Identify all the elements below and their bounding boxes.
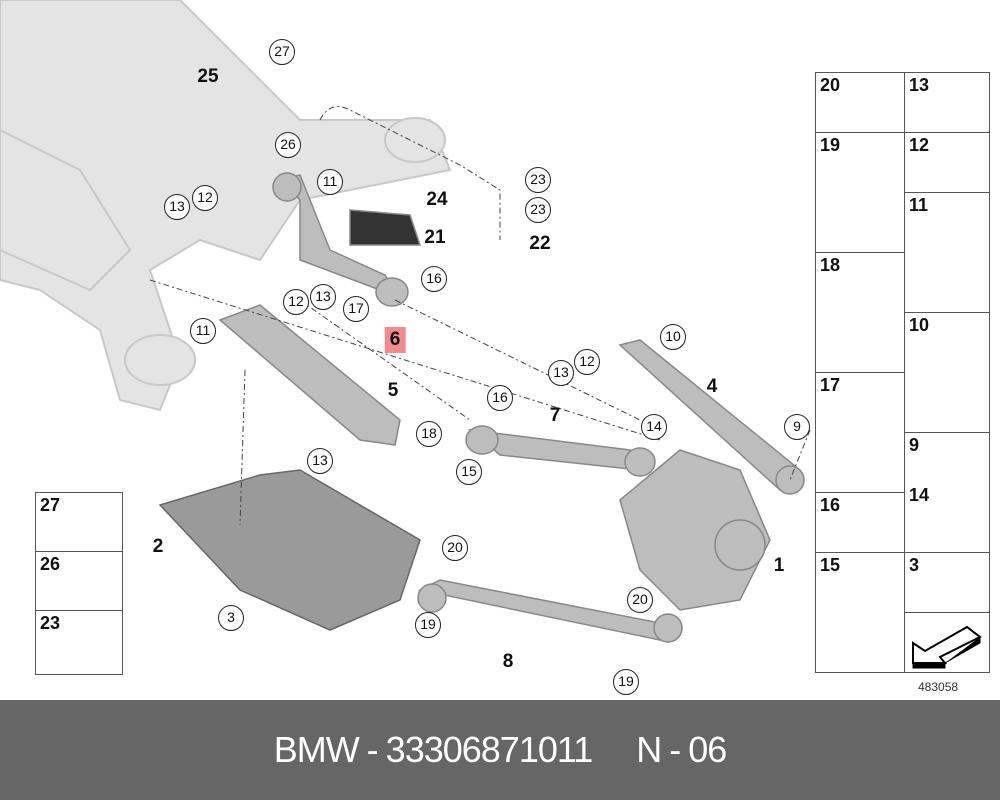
- callout-13[interactable]: 13: [310, 284, 336, 310]
- part-cell-9-14[interactable]: 9 14: [904, 432, 990, 553]
- diagram-artwork: [0, 0, 811, 643]
- callout-8[interactable]: 8: [502, 651, 514, 672]
- callout-14[interactable]: 14: [641, 414, 667, 440]
- part-cell-19[interactable]: 19: [815, 132, 905, 253]
- callout-5[interactable]: 5: [387, 380, 399, 401]
- callout-27[interactable]: 27: [269, 39, 295, 65]
- callout-13[interactable]: 13: [164, 194, 190, 220]
- callout-16[interactable]: 16: [487, 385, 513, 411]
- part-cell-20[interactable]: 20: [815, 72, 905, 133]
- part-number: 23: [40, 613, 61, 633]
- part-cell-12[interactable]: 12: [904, 132, 990, 193]
- callout-3[interactable]: 3: [218, 605, 244, 631]
- part-cell-18[interactable]: 18: [815, 252, 905, 373]
- part-number: 10: [909, 315, 930, 335]
- callout-13[interactable]: 13: [548, 360, 574, 386]
- direction-arrow-icon: [912, 625, 982, 669]
- part-cell-3[interactable]: 3: [904, 552, 990, 613]
- subframe: [0, 0, 452, 412]
- callout-25[interactable]: 25: [197, 66, 219, 87]
- callout-19[interactable]: 19: [613, 669, 639, 695]
- callout-24[interactable]: 24: [426, 189, 448, 210]
- callout-7[interactable]: 7: [549, 405, 561, 426]
- callout-1[interactable]: 1: [773, 555, 785, 576]
- footer-bar: BMW - 33306871011 N - 06: [0, 700, 1000, 800]
- part-cell-15[interactable]: 15: [815, 552, 905, 673]
- part-number: 11: [909, 195, 929, 215]
- part-number: 14: [909, 485, 930, 505]
- part-cell-27[interactable]: 27: [35, 492, 123, 552]
- callout-17[interactable]: 17: [343, 296, 369, 322]
- callout-13[interactable]: 13: [307, 448, 333, 474]
- part-number: 26: [40, 554, 61, 574]
- direction-arrow-cell: [904, 612, 990, 673]
- position-index: 06: [688, 729, 727, 770]
- part-cell-23[interactable]: 23: [35, 610, 123, 675]
- arms: [218, 172, 805, 643]
- separator: -: [366, 729, 379, 770]
- part-number: 18: [820, 255, 841, 275]
- underbody-shield: [158, 469, 421, 631]
- callout-12[interactable]: 12: [574, 349, 600, 375]
- part-number: 15: [820, 555, 841, 575]
- part-number: 13: [909, 75, 930, 95]
- parts-diagram: [0, 0, 811, 643]
- part-cell-10[interactable]: 10: [904, 312, 990, 433]
- callout-16[interactable]: 16: [421, 266, 447, 292]
- leader-lines: [149, 106, 811, 526]
- part-number: 27: [40, 495, 61, 515]
- callout-26[interactable]: 26: [275, 132, 301, 158]
- callout-6[interactable]: 6: [384, 327, 406, 353]
- callout-2[interactable]: 2: [152, 536, 164, 557]
- callout-20[interactable]: 20: [627, 587, 653, 613]
- callout-11[interactable]: 11: [317, 169, 343, 195]
- part-cell-16[interactable]: 16: [815, 492, 905, 553]
- callout-23[interactable]: 23: [525, 167, 551, 193]
- part-number: 33306871011: [385, 729, 594, 770]
- callout-11[interactable]: 11: [190, 318, 216, 344]
- part-number: 17: [820, 375, 841, 395]
- part-number: 3: [909, 555, 920, 575]
- part-number: 20: [820, 75, 841, 95]
- callout-9[interactable]: 9: [784, 414, 810, 440]
- callout-12[interactable]: 12: [283, 289, 309, 315]
- brand: BMW: [273, 729, 360, 770]
- part-number: 9: [909, 435, 920, 455]
- callout-23[interactable]: 23: [525, 197, 551, 223]
- part-number: 16: [820, 495, 841, 515]
- callout-21[interactable]: 21: [424, 227, 446, 248]
- callout-12[interactable]: 12: [192, 185, 218, 211]
- part-number: 19: [820, 135, 841, 155]
- callout-20[interactable]: 20: [442, 535, 468, 561]
- position-code: N: [636, 729, 662, 770]
- callout-15[interactable]: 15: [456, 459, 482, 485]
- callout-22[interactable]: 22: [529, 233, 551, 254]
- part-cell-26[interactable]: 26: [35, 551, 123, 611]
- callout-4[interactable]: 4: [706, 376, 718, 397]
- callout-10[interactable]: 10: [660, 324, 686, 350]
- part-number: 12: [909, 135, 930, 155]
- part-cell-17[interactable]: 17: [815, 372, 905, 493]
- part-cell-11[interactable]: 11: [904, 192, 990, 313]
- part-cell-13[interactable]: 13: [904, 72, 990, 133]
- callout-19[interactable]: 19: [415, 612, 441, 638]
- image-number: 483058: [918, 680, 959, 694]
- separator: -: [669, 729, 681, 770]
- callout-18[interactable]: 18: [416, 421, 442, 447]
